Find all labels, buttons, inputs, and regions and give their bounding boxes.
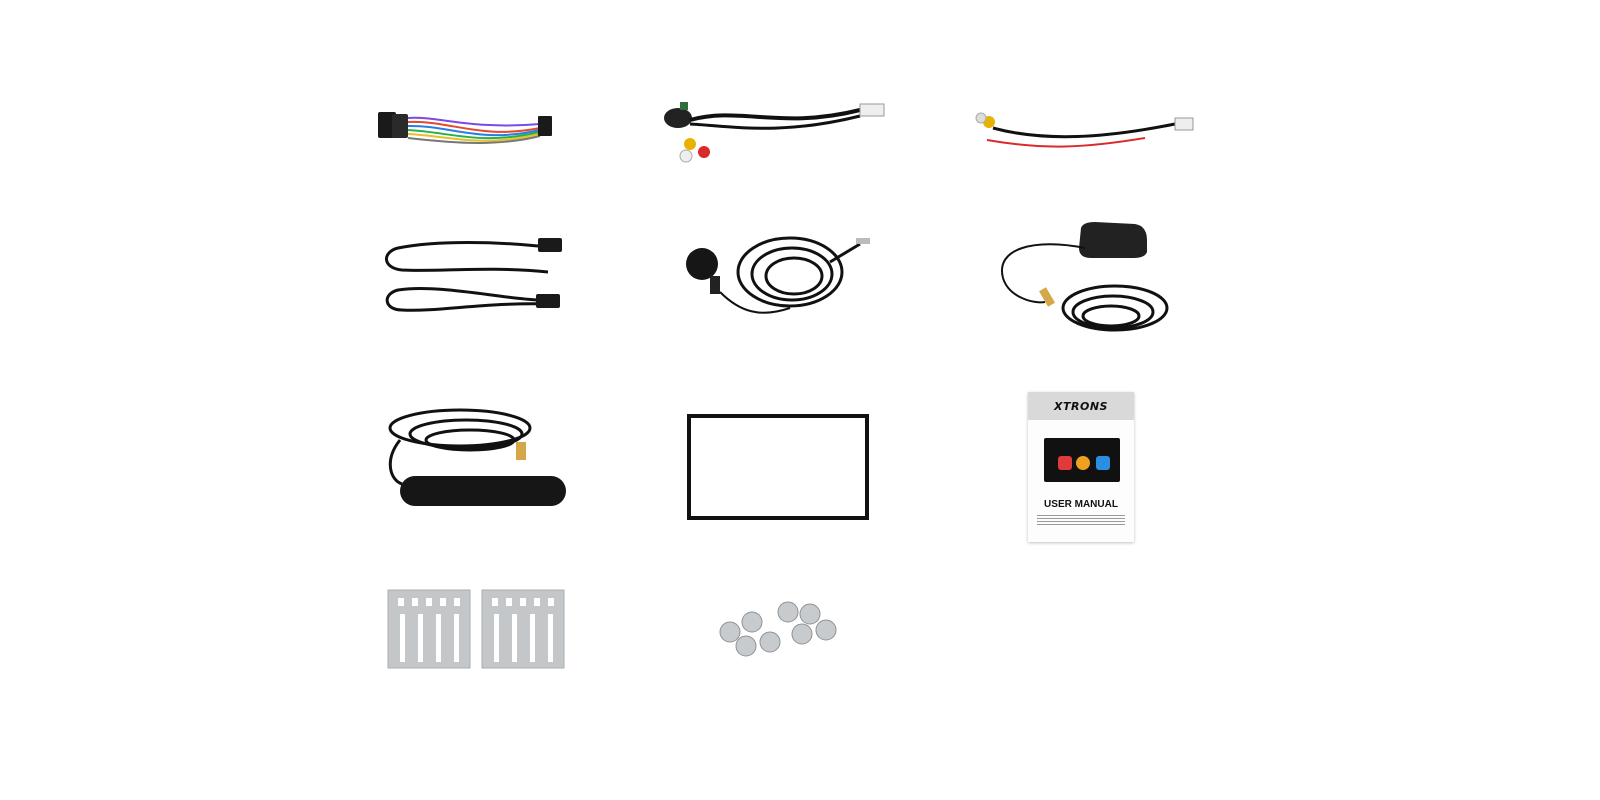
usb-cables-icon [378,232,568,322]
manual-title: USER MANUAL [1044,499,1118,510]
manual-brand: XTRONS [1054,399,1108,413]
app-tile-blue [1096,456,1110,470]
manual-header: XTRONS [1028,392,1134,420]
manual-screen [1044,438,1120,482]
user-manual-icon: XTRONS USER MANUAL [1028,392,1134,542]
manual-text-lines [1037,515,1125,527]
av-rca-cable-icon [660,96,895,168]
screws-icon [712,600,844,664]
app-tile-orange [1076,456,1090,470]
reverse-camera-cable-icon [965,108,1195,158]
mounting-brackets-icon [387,589,568,670]
app-tile-red [1058,456,1072,470]
dab-antenna-icon [380,400,570,510]
trim-frame-icon [687,414,869,520]
microphone-icon [680,232,880,322]
gps-antenna-icon [995,218,1175,343]
iso-wiring-harness-icon [370,100,580,160]
